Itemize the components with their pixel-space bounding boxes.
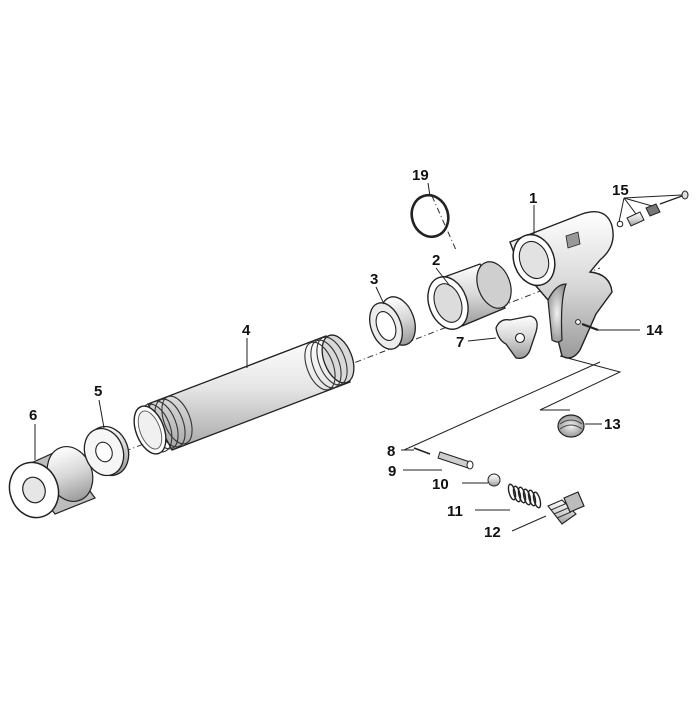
callout-8: 8 xyxy=(387,443,395,460)
part-1-handle-body xyxy=(509,211,614,359)
part-8-small-pin xyxy=(413,447,431,455)
callout-2: 2 xyxy=(432,252,440,269)
callout-7: 7 xyxy=(456,334,464,351)
callout-10: 10 xyxy=(432,476,449,493)
callout-14: 14 xyxy=(646,322,663,339)
callout-19: 19 xyxy=(412,167,429,184)
part-6-end-cap xyxy=(8,446,96,519)
callout-6: 6 xyxy=(29,407,37,424)
part-19-o-ring xyxy=(410,193,450,239)
part-7-trigger xyxy=(495,315,538,359)
callout-labels: 1 2 3 4 5 6 7 8 9 10 11 12 13 14 15 19 xyxy=(29,167,663,541)
part-15-valve-assembly xyxy=(616,190,689,228)
part-3-ring xyxy=(369,296,416,350)
callout-1: 1 xyxy=(529,190,537,207)
part-11-spring xyxy=(507,483,542,509)
callout-13: 13 xyxy=(604,416,621,433)
callout-3: 3 xyxy=(370,271,378,288)
part-12-threaded-plug xyxy=(547,491,585,525)
callout-12: 12 xyxy=(484,524,501,541)
part-10-valve-seat xyxy=(487,473,501,487)
part-4-barrel xyxy=(133,334,355,455)
callout-4: 4 xyxy=(242,322,251,339)
part-5-washer xyxy=(83,425,130,477)
part-9-valve-stem xyxy=(437,451,474,470)
callout-15: 15 xyxy=(612,182,629,199)
callout-9: 9 xyxy=(388,463,396,480)
callout-11: 11 xyxy=(447,503,463,520)
part-13-plug xyxy=(557,414,585,438)
part-2-collar xyxy=(427,261,512,330)
part-14-pin xyxy=(575,319,599,332)
callout-5: 5 xyxy=(94,383,102,400)
leader-lines xyxy=(34,182,683,532)
